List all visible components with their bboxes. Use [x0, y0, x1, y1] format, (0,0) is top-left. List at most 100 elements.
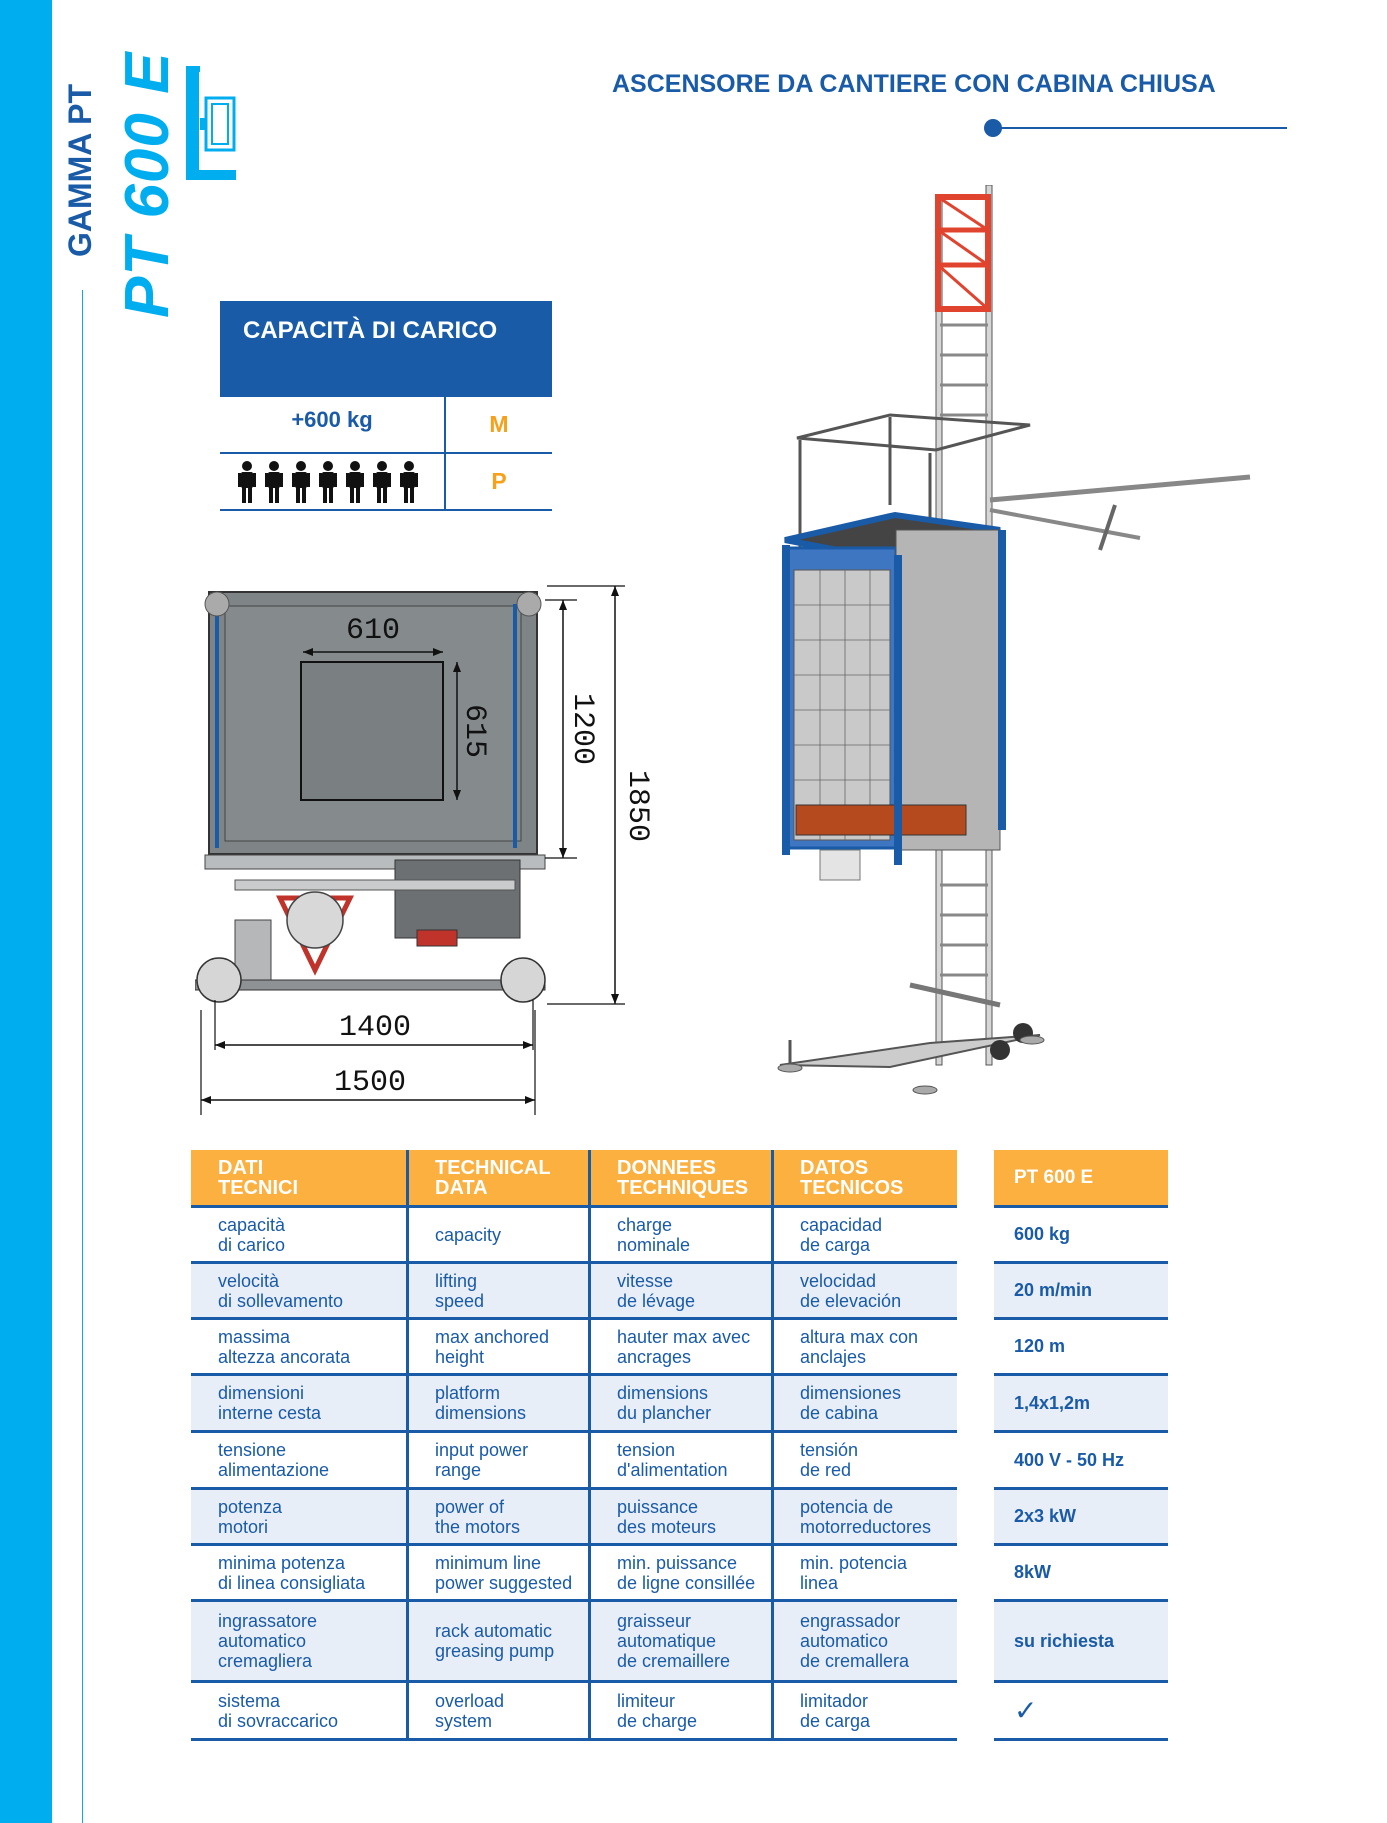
sidebar-band — [0, 0, 52, 1823]
column-divider — [771, 1150, 774, 1741]
cell-text: max anchored — [435, 1326, 550, 1347]
cell-text: de carga — [800, 1710, 871, 1731]
dim-1400: 1400 — [339, 1011, 411, 1045]
cell-text: height — [435, 1346, 485, 1367]
person-icon — [319, 461, 337, 503]
cell-text: dimensiones — [800, 1383, 902, 1403]
model-value: 120 m — [1014, 1336, 1066, 1356]
cell-text: DATI — [218, 1156, 264, 1179]
capacity-table: +600 kg M P — [220, 397, 552, 511]
cell-text: tensión — [800, 1440, 859, 1460]
cell-text: de cremaillere — [617, 1651, 731, 1671]
cell-text: speed — [435, 1290, 485, 1311]
cell-text: altura max con — [800, 1326, 919, 1347]
model-value-cell: 1,4x1,2m — [994, 1376, 1168, 1433]
check-icon: ✓ — [1014, 1695, 1038, 1726]
people-icons — [220, 460, 444, 512]
capacity-weight-unit: M — [489, 411, 509, 437]
cell-text: limitador — [800, 1690, 869, 1711]
cell-text: range — [435, 1460, 482, 1480]
model-value: 20 m/min — [1014, 1280, 1093, 1300]
cell-text: de cremallera — [800, 1651, 910, 1671]
model-value-cell: ✓ — [994, 1683, 1168, 1741]
cell-text: de ligne consillée — [617, 1572, 756, 1593]
cell-text: de lévage — [617, 1290, 696, 1311]
cell-text: potenza — [218, 1496, 283, 1517]
model-value-cell: 120 m — [994, 1320, 1168, 1376]
lift-logo-icon — [186, 66, 236, 180]
cell-text: TECNICOS — [800, 1176, 904, 1199]
person-icon — [238, 461, 256, 503]
capacity-people-unit: P — [491, 468, 507, 494]
cell-text: tension — [617, 1440, 676, 1460]
cell-text: TECHNICAL — [435, 1156, 551, 1179]
cell-text: vitesse — [617, 1270, 674, 1291]
cell-text: de cabina — [800, 1403, 879, 1423]
cell-text: de carga — [800, 1234, 871, 1255]
cell-text: de charge — [617, 1710, 698, 1731]
dim-1500: 1500 — [334, 1066, 406, 1100]
cell-text: velocidad — [800, 1270, 877, 1291]
model-value: 8kW — [1014, 1562, 1052, 1582]
model-value-cell: 600 kg — [994, 1208, 1168, 1264]
range-label: GAMMA PT — [62, 83, 98, 257]
cell-text: capacità — [218, 1214, 286, 1235]
cell-text: power suggested — [435, 1572, 573, 1593]
column-divider — [406, 1150, 409, 1741]
model-value: su richiesta — [1014, 1630, 1115, 1651]
cell-text: dimensioni — [218, 1383, 305, 1403]
capacity-header: CAPACITÀ DI CARICO — [220, 301, 552, 397]
cell-text: d'alimentation — [617, 1460, 728, 1480]
cell-text: input power — [435, 1440, 529, 1460]
cell-text: altezza ancorata — [218, 1346, 351, 1367]
cell-text: minima potenza — [218, 1552, 346, 1573]
cell-text: velocità — [218, 1270, 280, 1291]
cell-text: di sollevamento — [218, 1290, 344, 1311]
cell-text: DATA — [435, 1176, 488, 1199]
cell-text: charge — [617, 1214, 673, 1235]
title-rule — [992, 127, 1287, 129]
cell-text: overload — [435, 1690, 505, 1711]
cell-text: cremagliera — [218, 1651, 313, 1671]
cell-text: ancrages — [617, 1346, 692, 1367]
cell-text: automatico — [218, 1631, 307, 1651]
capacity-people-row: P — [220, 454, 552, 511]
vertical-rule — [82, 290, 83, 1823]
cell-text: anclajes — [800, 1346, 867, 1367]
cell-text: platform — [435, 1383, 501, 1403]
cell-text: motori — [218, 1516, 269, 1537]
cell-text: hauter max avec — [617, 1326, 751, 1347]
page-title: ASCENSORE DA CANTIERE CON CABINA CHIUSA — [612, 70, 1216, 98]
capacity-weight-row: +600 kg M — [220, 397, 552, 454]
cell-text: automatico — [800, 1631, 889, 1651]
